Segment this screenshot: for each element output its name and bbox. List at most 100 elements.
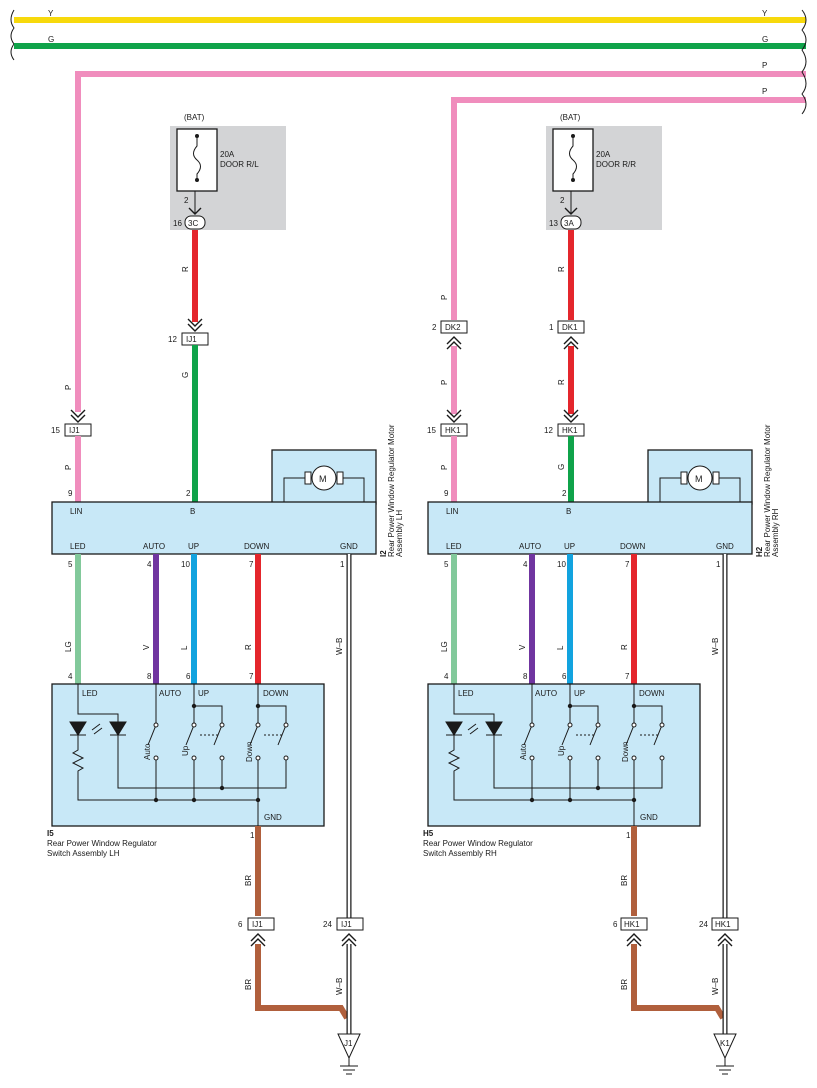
connector-dk1: [557, 320, 585, 334]
pin-number: 9: [444, 489, 449, 498]
wire-label: Y: [48, 9, 54, 18]
connector-dk2: [440, 320, 468, 334]
junction-dot: [595, 785, 601, 791]
pin-number: 6: [186, 672, 191, 681]
ground-point-icon: [713, 1033, 737, 1060]
wire-label: P: [762, 87, 767, 96]
pin-number: 15: [51, 426, 60, 435]
connector-hk1: [620, 917, 648, 931]
pin-number: 5: [68, 560, 73, 569]
wire-label: P: [440, 295, 449, 300]
component-title: Assembly LH: [395, 510, 404, 557]
switch-schematic: [69, 684, 289, 826]
fuse-terminal: [195, 178, 199, 182]
motor-lead: [659, 477, 741, 502]
wire-label: G: [181, 372, 190, 378]
fuse-name: DOOR R/R: [596, 160, 636, 169]
connector-chevron-icon: [188, 207, 202, 215]
pin-number: 4: [444, 672, 449, 681]
wire-label: P: [440, 465, 449, 470]
motor-lead: [283, 477, 365, 502]
wire-label: LG: [440, 641, 449, 652]
wire-label: W–B: [711, 978, 720, 995]
switch-label: Up: [181, 745, 190, 756]
connector-label: 3A: [564, 219, 574, 228]
terminal-label: DOWN: [620, 542, 646, 551]
bus-break-right-icon: [801, 9, 807, 115]
component-title: Assembly RH: [771, 508, 780, 557]
wire-label: LG: [64, 641, 73, 652]
motor-symbol: M: [695, 474, 703, 484]
bus-break-left-icon: [10, 9, 15, 61]
terminal-label: DOWN: [639, 689, 665, 698]
terminal-label: UP: [188, 542, 199, 551]
connector-chevron-icon: [563, 409, 579, 423]
pin-number: 24: [323, 920, 332, 929]
terminal-label: LED: [446, 542, 462, 551]
motor-brush: [304, 471, 312, 485]
connector-chevron-icon: [717, 933, 733, 947]
junction-dot: [153, 797, 159, 803]
terminal-label: AUTO: [535, 689, 557, 698]
fuse-terminal: [571, 134, 575, 138]
wire-label: P: [762, 61, 767, 70]
terminal-label: GND: [264, 813, 282, 822]
switch-schematic: [445, 684, 665, 826]
ground-label: J1: [344, 1039, 353, 1048]
connector-label: HK1: [562, 426, 578, 435]
wire-label: R: [620, 644, 629, 650]
terminal-label: UP: [564, 542, 575, 551]
junction-dot: [567, 703, 573, 709]
wire-br: [631, 944, 726, 1020]
switch-label: Auto: [519, 743, 528, 760]
terminal-label: LIN: [446, 507, 459, 516]
terminal-label: GND: [716, 542, 734, 551]
pin-number: 24: [699, 920, 708, 929]
terminal-label: DOWN: [263, 689, 289, 698]
terminal-label: DOWN: [244, 542, 270, 551]
component-code: H5: [423, 829, 434, 838]
terminal-label: LED: [458, 689, 474, 698]
component-code: H2: [755, 546, 764, 557]
pin-number: 1: [549, 323, 554, 332]
switch-label: Auto: [143, 743, 152, 760]
wire-label: R: [244, 644, 253, 650]
fuse-rating: 20A: [596, 150, 611, 159]
switch-assembly-rh: [427, 683, 701, 827]
wire-label: P: [64, 465, 73, 470]
pin-number: 10: [557, 560, 566, 569]
component-code: I2: [379, 550, 388, 557]
component-code: I5: [47, 829, 54, 838]
connector-ij1: [247, 917, 275, 931]
circuit-lh: (BAT) 20A DOOR R/L 2 3C 16 R IJ1 12 G P …: [47, 113, 404, 1075]
junction-dot: [255, 797, 261, 803]
pin-number: 2: [432, 323, 437, 332]
ground-symbol-icon: [340, 1058, 358, 1075]
junction-dot: [631, 703, 637, 709]
top-bus: Y Y G G P P: [10, 9, 807, 412]
connector-3a: [560, 215, 582, 230]
terminal-label: LIN: [70, 507, 83, 516]
led-light-icon: [91, 723, 103, 735]
connector-chevron-icon: [626, 933, 642, 947]
ground-label: K1: [720, 1039, 730, 1048]
connector-chevron-icon: [250, 933, 266, 947]
terminal-label: LED: [70, 542, 86, 551]
terminal-label: UP: [198, 689, 209, 698]
connector-label: HK1: [715, 920, 731, 929]
connector-hk1: [711, 917, 739, 931]
component-title: Rear Power Window Regulator Motor: [387, 424, 396, 557]
pin-number: 1: [716, 560, 721, 569]
connector-chevron-icon: [564, 207, 578, 215]
ground-symbol-icon: [716, 1058, 734, 1075]
pin-number: 1: [626, 831, 631, 840]
wire-label: P: [440, 380, 449, 385]
pin-number: 2: [562, 489, 567, 498]
pin-number: 6: [562, 672, 567, 681]
motor-brush: [336, 471, 344, 485]
wire-label: L: [180, 645, 189, 650]
pin-number: 8: [523, 672, 528, 681]
pin-number: 13: [549, 219, 558, 228]
pin-number: 5: [444, 560, 449, 569]
wire-p-bus-lh: [75, 71, 806, 412]
